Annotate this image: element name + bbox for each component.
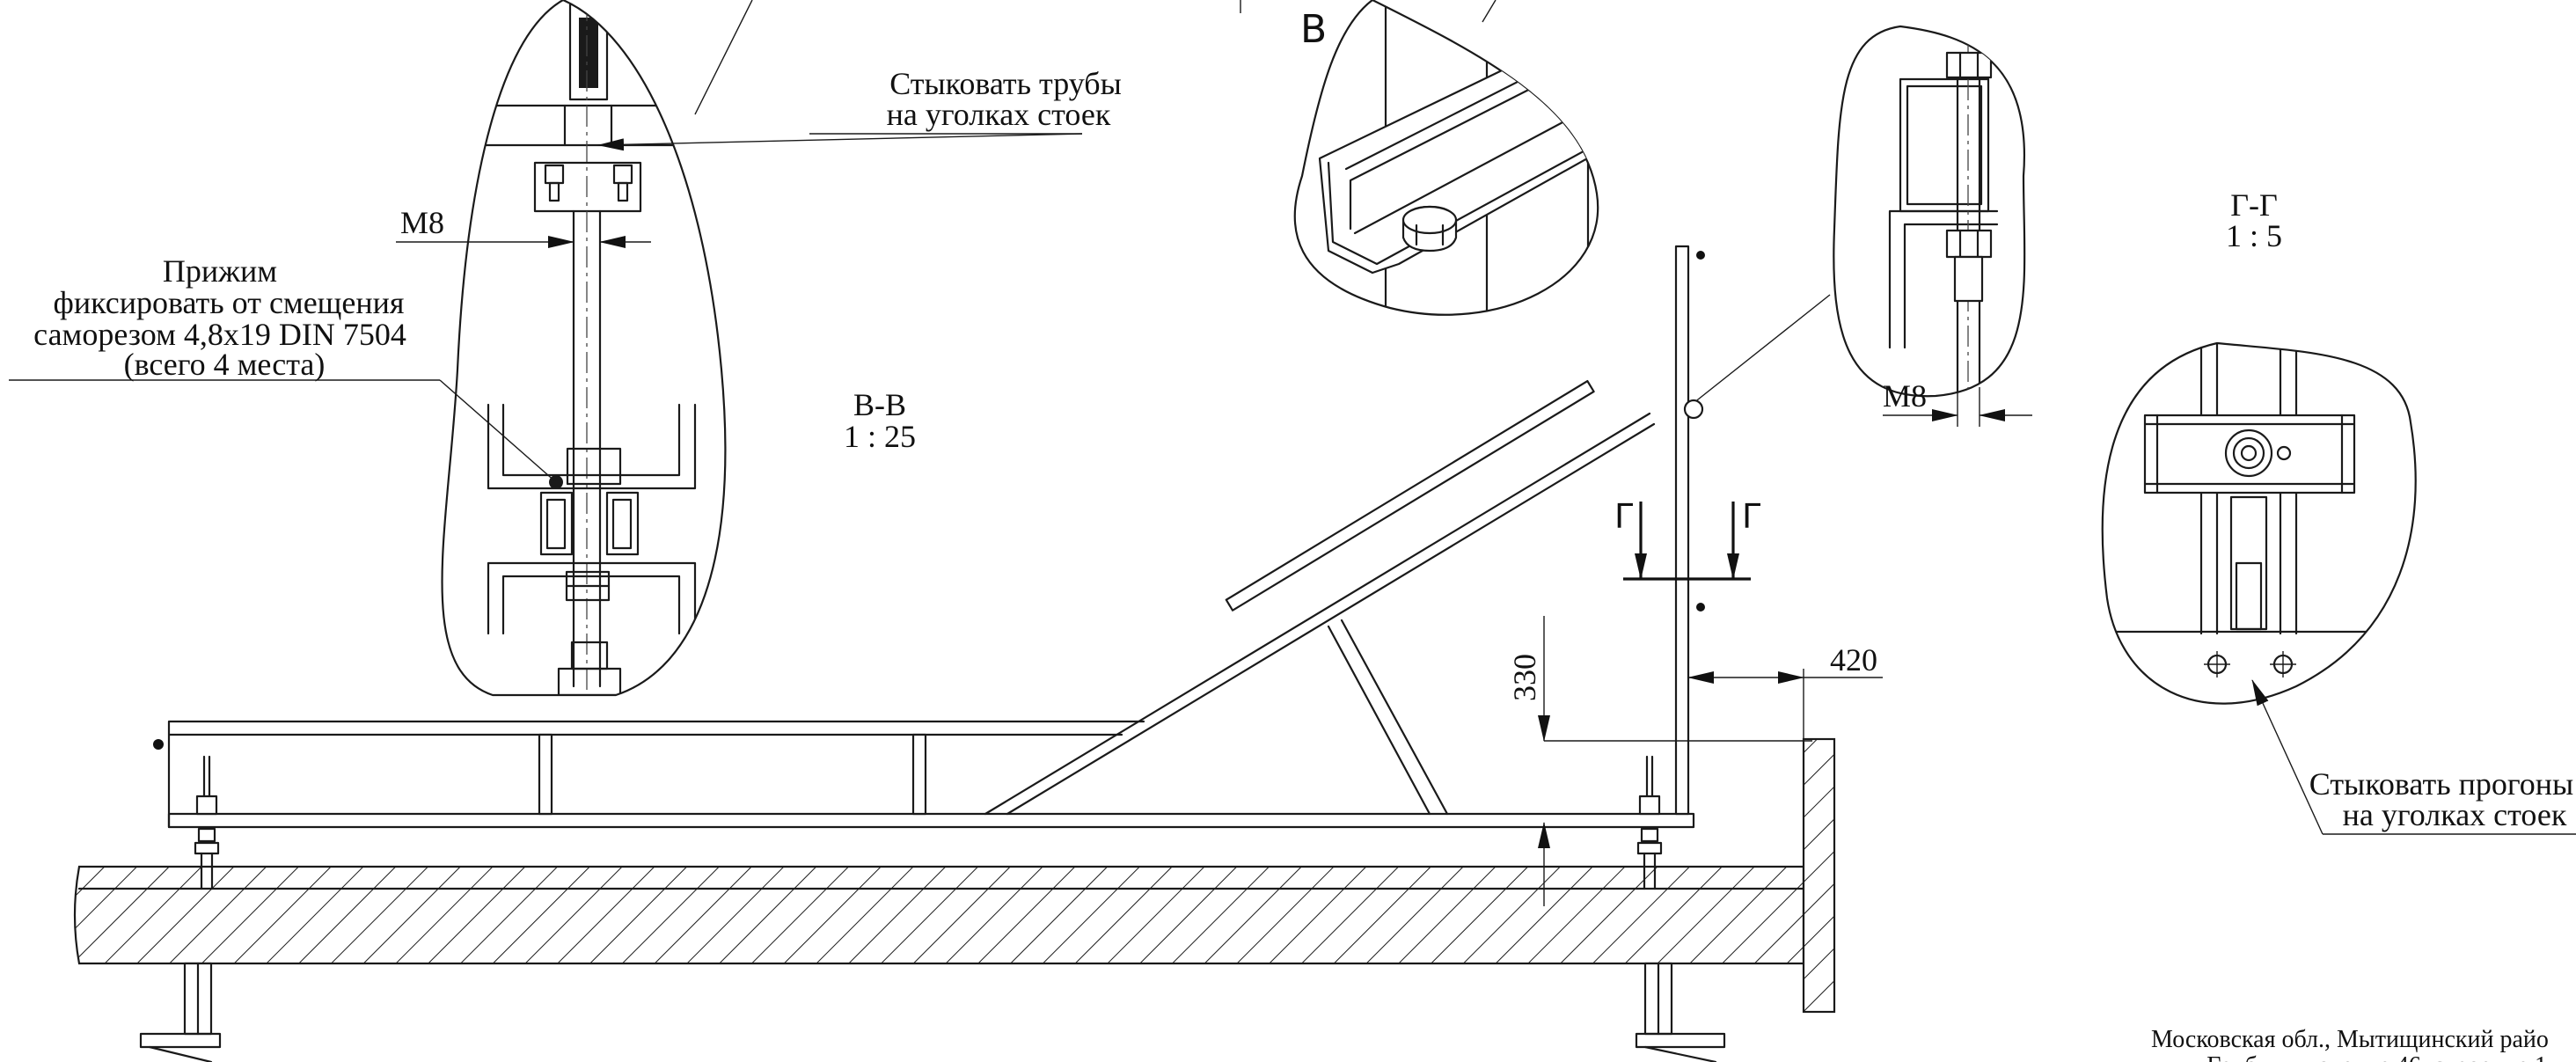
address-line-2: д. Грибки, владение 46, строение 1 [2182, 1052, 2547, 1062]
section-gg-detail [2101, 341, 2576, 835]
section-bb-detail: M8 [9, 0, 1083, 697]
section-bb-scale: 1 : 25 [844, 419, 916, 454]
m8-left-label: M8 [400, 205, 444, 240]
section-bb-title: В-В [853, 387, 906, 422]
m8-right-label: M8 [1883, 378, 1927, 414]
dock-pipes-label-2: на уголках стоек [887, 97, 1111, 132]
support-right [1635, 962, 1726, 1062]
section-gg-title: Г-Г [2230, 187, 2278, 223]
dock-purlins-label-2: на уголках стоек [2343, 797, 2567, 832]
cut-g-left: Г [1614, 497, 1635, 536]
dimension-330 [1538, 616, 1812, 906]
view-b-detail [1293, 0, 1599, 316]
cut-g-right: Г [1742, 497, 1762, 536]
dimension-420 [1687, 669, 1883, 743]
clamp-label-4: (всего 4 места) [124, 347, 326, 382]
bolt-angle-detail: M8 [1693, 25, 2032, 427]
clamp-label-3: саморезом 4,8х19 DIN 7504 [33, 317, 406, 352]
clamp-label-1: Прижим [163, 253, 277, 289]
dim-330-label: 330 [1507, 654, 1542, 701]
dim-420-label: 420 [1830, 642, 1877, 677]
address-line-1: Московская обл., Мытищинский райо [2151, 1026, 2549, 1053]
clamp-label-2: фиксировать от смещения [54, 285, 405, 320]
anchor-right [1636, 755, 1663, 890]
section-gg-scale: 1 : 5 [2226, 218, 2282, 253]
main-frame [73, 245, 1836, 1062]
dock-purlins-label-1: Стыковать прогоны [2309, 766, 2573, 802]
support-left [139, 962, 222, 1062]
section-gg-cut-marker [1623, 502, 1751, 581]
dock-pipes-label-1: Стыковать трубы [889, 66, 1122, 101]
anchor-left [153, 739, 220, 890]
view-b-label: В [1300, 7, 1327, 52]
